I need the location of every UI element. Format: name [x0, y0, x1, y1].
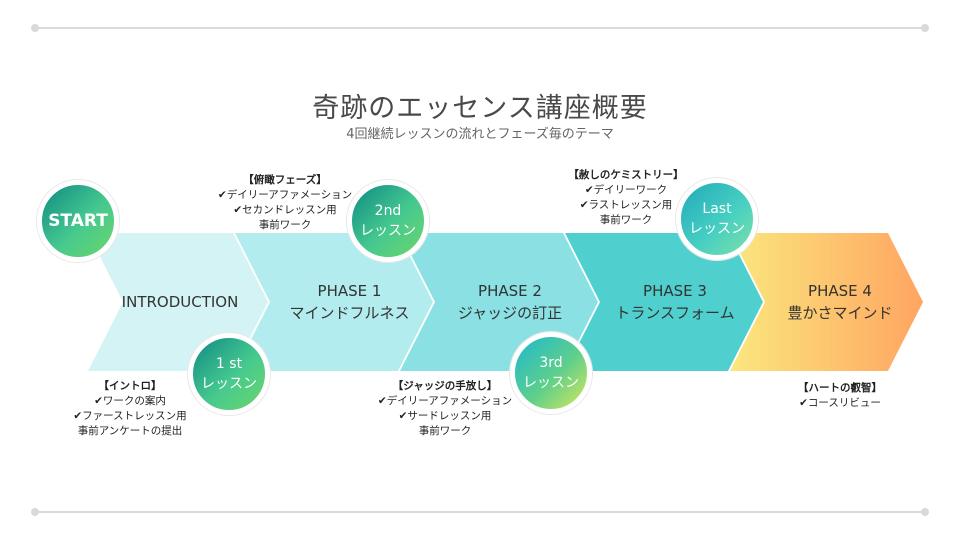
note-line: ✔デイリーアファメーション [217, 189, 353, 201]
note-line: 事前アンケートの提出 [77, 425, 183, 437]
lesson-label: レッスン [201, 376, 257, 392]
note-phase-1: 【俯瞰フェーズ】 ✔デイリーアファメーション ✔セカンドレッスン用 事前ワーク [195, 173, 375, 233]
lesson-number: 2nd [374, 203, 402, 219]
note-heading: 【イントロ】 [98, 380, 162, 392]
note-heading: 【ハートの叡智】 [798, 382, 882, 394]
note-intro: 【イントロ】 ✔ワークの案内 ✔ファーストレッスン用 事前アンケートの提出 [40, 379, 220, 439]
note-line: ✔ラストレッスン用 [579, 199, 673, 211]
phase-label-2: PHASE 2 ジャッジの訂正 [425, 280, 595, 324]
note-line: 事前ワーク [258, 219, 312, 231]
note-line: 事前ワーク [418, 425, 472, 437]
arrow-phase-4 [730, 233, 923, 371]
note-line: ✔サードレッスン用 [398, 410, 492, 422]
page-title: 奇跡のエッセンス講座概要 [312, 93, 648, 124]
lesson-label: レッスン [523, 375, 579, 391]
top-divider [31, 24, 929, 32]
phase-theme: 豊かさマインド [787, 304, 893, 322]
phase-label-1: PHASE 1 マインドフルネス [262, 280, 437, 324]
lesson-number: Last [702, 201, 732, 217]
lesson-label: レッスン [360, 223, 416, 239]
note-line: ✔コースリビュー [799, 397, 881, 409]
start-circle: START [37, 180, 119, 262]
note-phase-4: 【ハートの叡智】 ✔コースリビュー [760, 381, 920, 411]
lesson-number: 3rd [539, 355, 563, 371]
note-line: ✔デイリーワーク [584, 184, 668, 196]
second-lesson-circle: 2nd レッスン [347, 180, 429, 262]
note-line: ✔セカンドレッスン用 [233, 204, 337, 216]
note-phase-2: 【ジャッジの手放し】 ✔デイリーアファメーション ✔サードレッスン用 事前ワーク [355, 379, 535, 439]
phase-title: INTRODUCTION [121, 293, 239, 311]
phase-theme: マインドフルネス [289, 304, 410, 322]
note-heading: 【俯瞰フェーズ】 [243, 174, 327, 186]
page-subtitle: 4回継続レッスンの流れとフェーズ毎のテーマ [346, 127, 614, 142]
phase-label-4: PHASE 4 豊かさマインド [755, 280, 925, 324]
phase-theme: トランスフォーム [615, 304, 735, 322]
phase-title: PHASE 3 [643, 282, 707, 300]
note-line: ✔ファーストレッスン用 [73, 410, 187, 422]
third-lesson-circle: 3rd レッスン [510, 332, 592, 414]
phase-label-introduction: INTRODUCTION [105, 291, 255, 313]
note-line: ✔デイリーアファメーション [377, 395, 513, 407]
bottom-divider [31, 508, 929, 516]
phase-title: PHASE 1 [317, 282, 382, 300]
note-heading: 【赦しのケミストリー】 [568, 169, 684, 181]
phase-label-3: PHASE 3 トランスフォーム [590, 280, 760, 324]
note-line: ✔ワークの案内 [94, 395, 166, 407]
note-heading: 【ジャッジの手放し】 [392, 380, 498, 392]
first-lesson-circle: 1 st レッスン [188, 333, 270, 415]
arrow-phase-1 [235, 233, 433, 371]
phase-theme: ジャッジの訂正 [457, 304, 563, 322]
lesson-label: レッスン [689, 221, 745, 237]
phase-title: PHASE 2 [478, 282, 542, 300]
note-phase-3: 【赦しのケミストリー】 ✔デイリーワーク ✔ラストレッスン用 事前ワーク [536, 168, 716, 228]
last-lesson-circle: Last レッスン [676, 178, 758, 260]
phase-title: PHASE 4 [808, 282, 872, 300]
lesson-number: 1 st [215, 356, 243, 372]
start-label: START [48, 211, 108, 231]
note-line: 事前ワーク [599, 214, 653, 226]
arrow-phase-3 [565, 233, 763, 371]
